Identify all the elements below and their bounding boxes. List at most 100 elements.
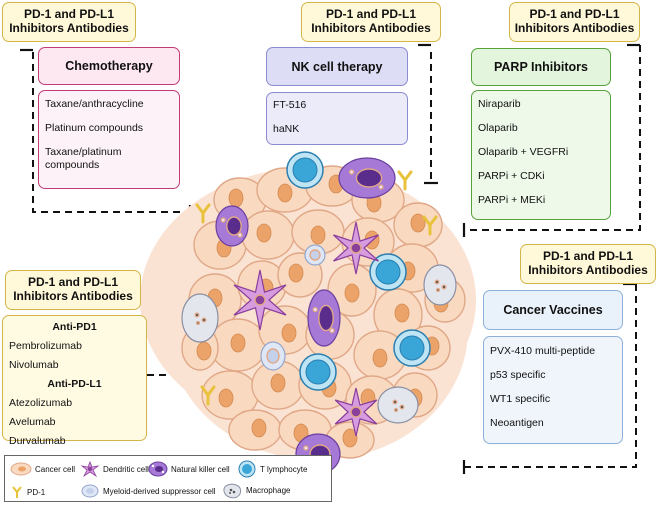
cancer-nucleus	[394, 303, 410, 323]
nk-therapy-title: NK cell therapy	[291, 59, 383, 74]
pd-label-antibodies: PD-1 and PD-L1 Inhibitors Antibodies	[5, 270, 141, 310]
t-lymphocyte-nucleus	[305, 359, 331, 385]
t-lymphocyte-nucleus	[399, 335, 425, 361]
nk-granule	[220, 217, 226, 223]
parp-item: PARPi + MEKi	[478, 194, 546, 206]
pd-label-parp: PD-1 and PD-L1 Inhibitors Antibodies	[509, 2, 640, 42]
cancer-nucleus	[270, 373, 286, 393]
vaccines-header: Cancer Vaccines	[483, 290, 623, 330]
antibody-item: Nivolumab	[9, 359, 59, 371]
legend-label: Cancer cell	[35, 464, 76, 474]
vaccine-item: PVX-410 multi-peptide	[490, 345, 596, 357]
pd-label-text: PD-1 and PD-L1 Inhibitors Antibodies	[9, 7, 129, 35]
chemotherapy-list: Taxane/anthracycline Platinum compounds …	[38, 90, 180, 189]
nk-granule	[237, 232, 243, 238]
cancer-nucleus	[310, 225, 326, 245]
legend-item-t-lymphocyte: T lymphocyte	[237, 460, 307, 478]
pd-label-nk: PD-1 and PD-L1 Inhibitors Antibodies	[301, 2, 441, 42]
cancer-cell-icon	[10, 462, 32, 476]
vaccines-title: Cancer Vaccines	[503, 303, 603, 317]
nk-granule	[303, 445, 309, 451]
antibody-item: Pembrolizumab	[9, 340, 82, 352]
parp-list: Niraparib Olaparib Olaparib + VEGFRi PAR…	[471, 90, 611, 220]
nk-granule	[329, 327, 335, 334]
macrophage-granule	[435, 287, 441, 293]
macrophage-granule	[441, 284, 447, 290]
macrophage-granule	[434, 279, 440, 285]
parp-header: PARP Inhibitors	[471, 48, 611, 86]
pd1-receptor	[200, 385, 216, 406]
antibodies-list: Anti-PD1 Pembrolizumab Nivolumab Anti-PD…	[2, 315, 147, 447]
nk-therapy-list: FT-516 haNK	[266, 92, 408, 145]
cancer-nucleus	[344, 283, 360, 303]
vaccine-item: p53 specific	[490, 369, 546, 381]
dendritic-nucleus	[350, 242, 362, 254]
parp-connector	[464, 45, 641, 231]
legend-item-nk: Natural killer cell	[148, 460, 230, 478]
pd-label-text: PD-1 and PD-L1 Inhibitors Antibodies	[13, 275, 133, 303]
macrophage	[423, 264, 457, 306]
antibody-item: Atezolizumab	[9, 397, 73, 409]
macrophage-granule	[194, 312, 200, 318]
vaccines-list: PVX-410 multi-peptide p53 specific WT1 s…	[483, 336, 623, 444]
chemo-item: Taxane/platinum compounds	[45, 146, 122, 171]
parp-item: Niraparib	[478, 98, 521, 110]
pd1-receptor	[422, 215, 438, 236]
cancer-nucleus	[281, 323, 297, 343]
mdsc-nucleus	[309, 249, 321, 261]
parp-item: Olaparib	[478, 122, 518, 134]
cancer-nucleus	[251, 418, 267, 438]
nk-granule	[378, 184, 384, 190]
macrophage-granule	[201, 317, 207, 323]
nk-therapy-header: NK cell therapy	[266, 47, 408, 86]
cancer-nucleus	[256, 223, 272, 243]
nk-nucleus	[226, 216, 242, 236]
dendritic-nucleus	[350, 406, 362, 418]
pd-label-text: PD-1 and PD-L1 Inhibitors Antibodies	[528, 249, 648, 277]
cancer-nucleus	[410, 213, 426, 233]
legend-item-dendritic: Dendritic cell	[80, 460, 149, 478]
macrophage-granule	[399, 404, 405, 410]
macrophage-icon	[223, 483, 242, 499]
macrophage	[377, 386, 419, 424]
nk-item: haNK	[273, 123, 300, 135]
cancer-nucleus	[372, 348, 388, 368]
legend-item-mdsc: Myeloid-derived suppressor cell	[80, 483, 216, 499]
pd1-icon	[12, 486, 22, 498]
chemo-item: Platinum compounds	[45, 122, 144, 134]
t-lymphocyte-icon	[238, 460, 256, 478]
macrophage-granule	[393, 407, 399, 413]
cancer-nucleus	[196, 341, 212, 361]
legend: Cancer cell Dendritic cell Natural kille…	[4, 455, 332, 502]
legend-item-macrophage: Macrophage	[221, 482, 290, 499]
macrophage	[181, 293, 219, 343]
legend-label: Dendritic cell	[103, 464, 149, 474]
anti-pdl1-header: Anti-PD-L1	[47, 378, 102, 390]
pd-label-text: PD-1 and PD-L1 Inhibitors Antibodies	[514, 7, 635, 35]
cancer-nucleus	[228, 188, 244, 208]
mdsc-nucleus	[266, 348, 280, 364]
pd1-receptor	[397, 170, 413, 191]
legend-label: Myeloid-derived suppressor cell	[103, 486, 216, 496]
nk-item: FT-516	[273, 99, 307, 111]
legend-item-pd1: PD-1	[10, 485, 45, 499]
pd-label-chemo: PD-1 and PD-L1 Inhibitors Antibodies	[2, 2, 136, 42]
cancer-nucleus	[277, 183, 293, 203]
parp-item: PARPi + CDKi	[478, 170, 545, 182]
chemotherapy-title: Chemotherapy	[65, 59, 153, 73]
nk-nucleus	[318, 304, 334, 332]
parp-item: Olaparib + VEGFRi	[478, 146, 569, 158]
nk-nucleus	[355, 168, 383, 188]
mdsc-icon	[81, 484, 99, 498]
dendritic-nucleus	[254, 294, 266, 306]
chemotherapy-header: Chemotherapy	[38, 47, 180, 85]
vaccines-connector	[464, 284, 637, 468]
cancer-nucleus	[342, 428, 358, 448]
t-lymphocyte-nucleus	[375, 259, 401, 285]
legend-label: Natural killer cell	[171, 464, 230, 474]
tumor-mass	[140, 151, 476, 475]
chemo-connector	[32, 52, 190, 213]
antibody-item: Avelumab	[9, 416, 56, 428]
vaccine-item: Neoantigen	[490, 417, 544, 429]
